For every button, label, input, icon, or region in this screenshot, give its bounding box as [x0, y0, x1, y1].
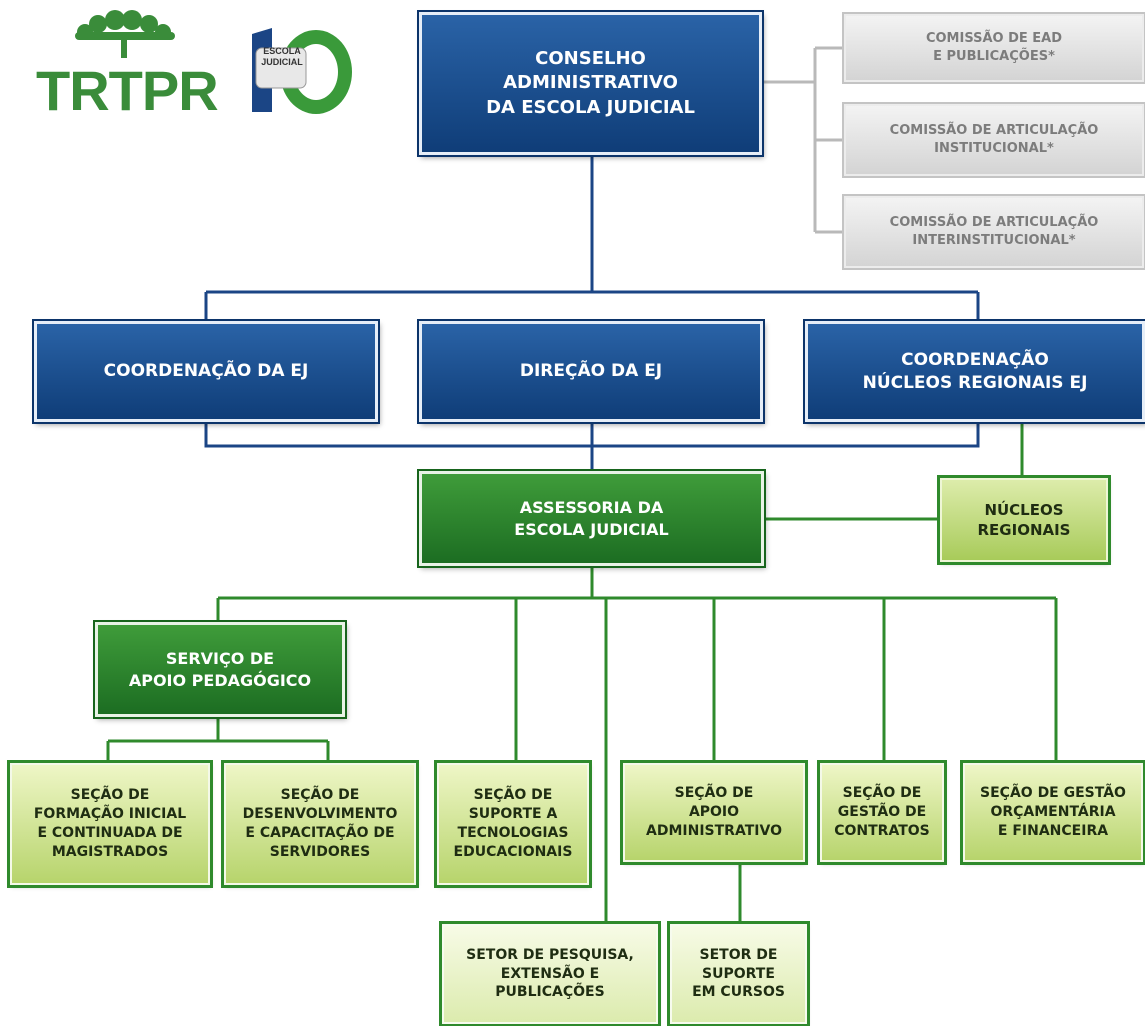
badge-label: ESCOLA JUDICIAL	[261, 46, 303, 67]
coordenacao-nucleos-regionais-box: COORDENAÇÃO NÚCLEOS REGIONAIS EJ	[803, 319, 1145, 424]
secao-gestao-orcamentaria-box: SEÇÃO DE GESTÃO ORÇAMENTÁRIA E FINANCEIR…	[960, 760, 1145, 865]
conselho-administrativo-box: CONSELHO ADMINISTRATIVO DA ESCOLA JUDICI…	[417, 10, 764, 157]
ten-years-badge-icon	[252, 28, 352, 114]
nucleos-regionais-box: NÚCLEOS REGIONAIS	[937, 475, 1111, 565]
comissao-ead-box: COMISSÃO DE EAD E PUBLICAÇÕES*	[842, 12, 1145, 84]
setor-suporte-cursos-box: SETOR DE SUPORTE EM CURSOS	[667, 921, 810, 1026]
green-connectors	[106, 422, 1058, 924]
servico-apoio-pedagogico-box: SERVIÇO DE APOIO PEDAGÓGICO	[93, 620, 347, 719]
comissao-articulacao-interinstitucional-box: COMISSÃO DE ARTICULAÇÃO INTERINSTITUCION…	[842, 194, 1145, 270]
secao-formacao-magistrados-box: SEÇÃO DE FORMAÇÃO INICIAL E CONTINUADA D…	[7, 760, 213, 888]
direcao-ej-box: DIREÇÃO DA EJ	[417, 319, 765, 424]
gray-connectors	[762, 46, 842, 234]
secao-gestao-contratos-box: SEÇÃO DE GESTÃO DE CONTRATOS	[817, 760, 947, 865]
secao-apoio-administrativo-box: SEÇÃO DE APOIO ADMINISTRATIVO	[620, 760, 808, 865]
secao-desenvolvimento-servidores-box: SEÇÃO DE DESENVOLVIMENTO E CAPACITAÇÃO D…	[221, 760, 419, 888]
blue-connectors	[204, 155, 980, 471]
setor-pesquisa-box: SETOR DE PESQUISA, EXTENSÃO E PUBLICAÇÕE…	[439, 921, 661, 1026]
coordenacao-ej-box: COORDENAÇÃO DA EJ	[32, 319, 380, 424]
comissao-articulacao-institucional-box: COMISSÃO DE ARTICULAÇÃO INSTITUCIONAL*	[842, 102, 1145, 178]
assessoria-escola-judicial-box: ASSESSORIA DA ESCOLA JUDICIAL	[417, 469, 766, 568]
org-logo-text: TRTPR	[36, 59, 219, 122]
secao-suporte-tecnologias-box: SEÇÃO DE SUPORTE A TECNOLOGIAS EDUCACION…	[434, 760, 592, 888]
araucaria-tree-icon	[75, 10, 175, 58]
